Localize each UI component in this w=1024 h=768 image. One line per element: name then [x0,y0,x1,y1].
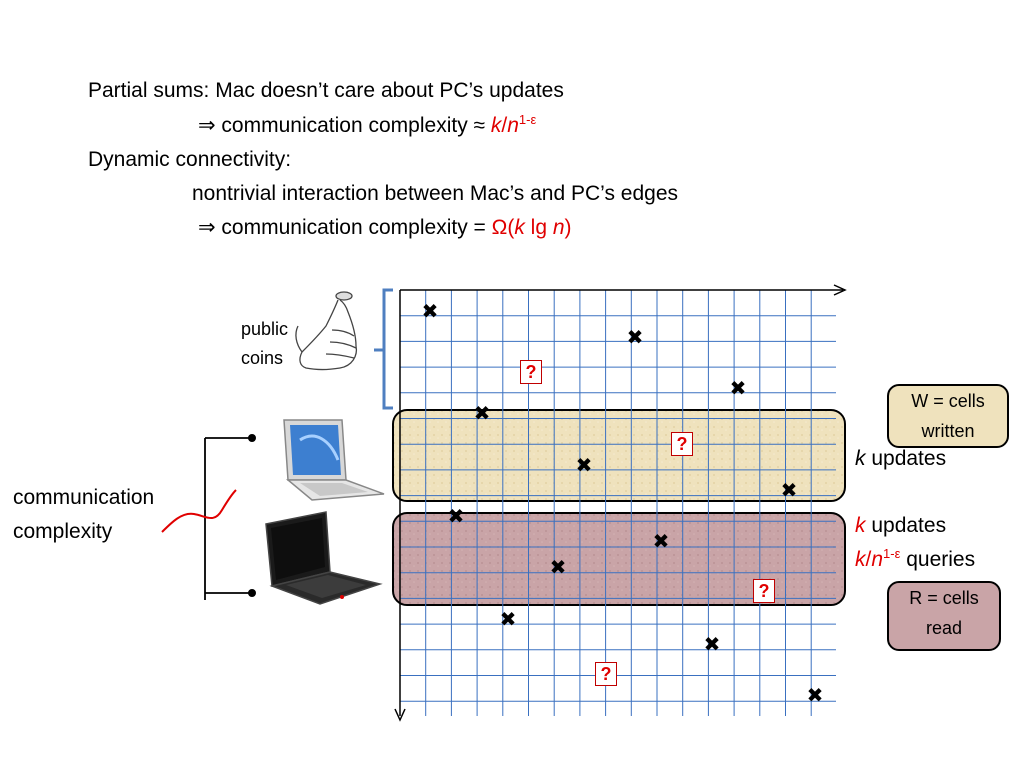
complexity-slash: / [501,114,508,137]
updates-1-k: k [855,447,866,470]
public-coins-bracket [374,288,393,410]
cross-marker: ✖ [576,453,593,477]
cells-read-box: R = cells read [887,581,1001,651]
pc-laptop-icon [265,511,383,605]
question-marker-1: ? [520,360,542,384]
updates-label-1: k updates [855,445,946,473]
queries-label: k/n1-ε queries [855,546,975,574]
updates-2-text: updates [865,514,947,537]
updates-band [392,409,846,502]
public-coins-label-1: public [241,319,289,339]
omega-n: n [552,216,565,239]
public-coins-label-2: coins [241,348,284,368]
mac-laptop-icon [283,419,385,501]
question-marker-3: ? [753,579,775,603]
cross-markers: ✖ ✖ ✖ ✖ ✖ ✖ ✖ ✖ ✖ ✖ ✖ ✖ [422,299,824,707]
cells-read-line-2: read [925,618,963,638]
queries-k: k [855,548,866,571]
thumb-coin-icon [295,291,358,371]
omega-open: Ω( [491,216,515,239]
connectivity-prefix: ⇒ communication complexity = [198,216,492,239]
cross-marker: ✖ [474,401,491,425]
question-marker-2: ? [671,432,693,456]
omega-k: k [514,216,525,239]
cross-marker: ✖ [448,504,465,528]
omega-lg: lg [524,216,553,239]
queries-exponent: 1-ε [883,546,901,561]
connectivity-complexity-line: ⇒ communication complexity = Ω(k lg n) [198,215,572,241]
cells-written-box: W = cells written [887,384,1009,448]
cross-marker: ✖ [653,529,670,553]
queries-band [392,512,846,606]
pc-endpoint-dot [248,589,256,597]
question-marker-4: ? [595,662,617,686]
communication-label: communication [13,486,155,509]
grid [400,290,836,716]
communication-squiggle [161,489,237,533]
complexity-exponent: 1-ε [518,112,537,127]
complexity-k: k [490,114,502,137]
cross-marker: ✖ [704,632,721,656]
interaction-text: nontrivial interaction between Mac’s and… [192,182,679,205]
complexity-prefix: ⇒ communication complexity ≈ [198,114,491,137]
queries-text: queries [900,548,976,571]
dynamic-connectivity-line: Dynamic connectivity: [88,147,291,173]
queries-slash: / [865,548,872,571]
queries-n: n [871,548,884,571]
cells-read-line-1: R = cells [909,588,979,608]
partial-sums-complexity-line: ⇒ communication complexity ≈ k/n1-ε [198,113,536,139]
mac-endpoint-dot [248,434,256,442]
cross-marker: ✖ [807,683,824,707]
complexity-label: complexity [13,520,113,543]
cross-marker: ✖ [627,325,644,349]
x-axis-arrow [833,284,847,296]
dynamic-connectivity-text: Dynamic connectivity: [88,148,292,171]
cross-marker: ✖ [781,478,798,502]
complexity-n: n [507,114,519,137]
cross-marker: ✖ [730,376,747,400]
updates-1-text: updates [865,447,947,470]
cells-written-line-1: W = cells [911,391,985,411]
cross-marker: ✖ [550,555,567,579]
cross-marker: ✖ [500,607,517,631]
cross-marker: ✖ [422,299,439,323]
partial-sums-text: Partial sums: Mac doesn’t care about PC’… [88,79,564,102]
partial-sums-line: Partial sums: Mac doesn’t care about PC’… [88,78,564,104]
cells-written-line-2: written [921,421,975,441]
updates-label-2: k updates [855,512,946,540]
interaction-line: nontrivial interaction between Mac’s and… [192,181,678,207]
y-axis-arrow [394,708,406,722]
omega-close: ) [564,216,572,239]
updates-2-k: k [855,514,866,537]
